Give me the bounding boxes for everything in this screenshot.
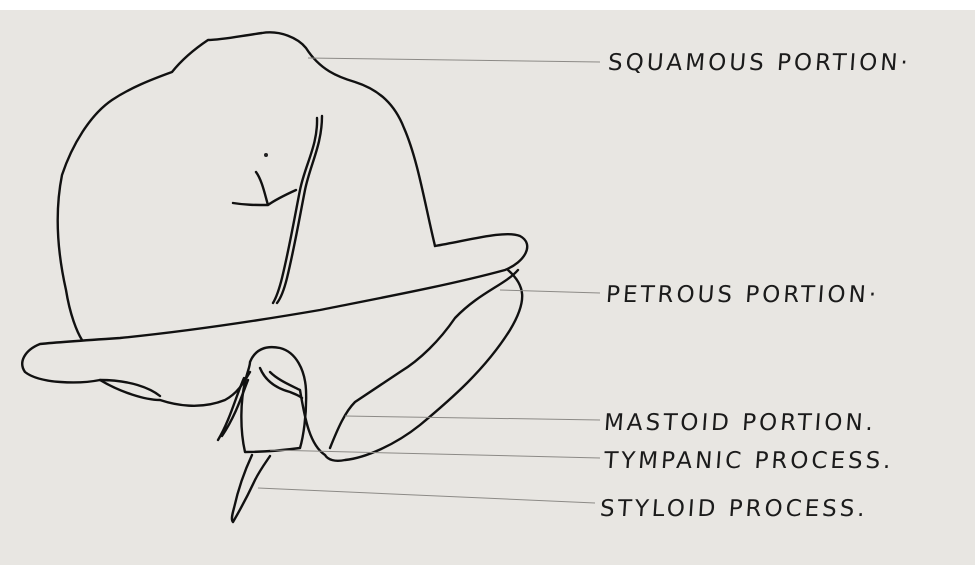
label-styloid-process: STYLOID PROCESS. <box>599 496 868 522</box>
label-tympanic-process: TYMPANIC PROCESS. <box>603 448 894 474</box>
label-mastoid-portion: MASTOID PORTION. <box>603 410 877 436</box>
ink-dot <box>264 153 268 157</box>
label-petrous-portion: PETROUS PORTION· <box>605 282 880 308</box>
top-margin <box>0 0 975 10</box>
label-squamous-portion: SQUAMOUS PORTION· <box>607 50 912 76</box>
